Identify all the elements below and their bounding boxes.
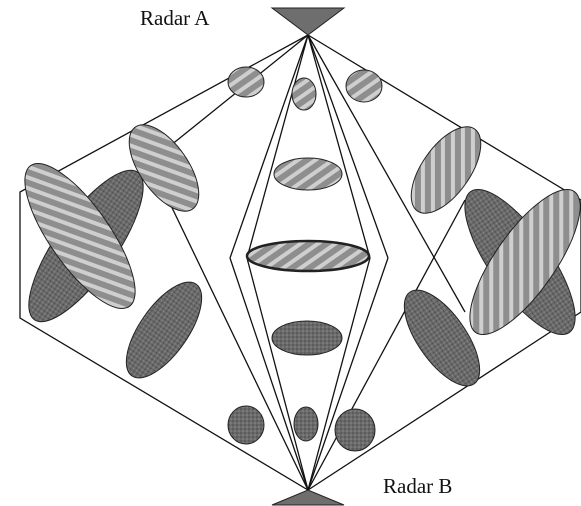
scatterer-right-striped-small <box>410 126 482 214</box>
radar-b-label: Radar B <box>383 474 453 498</box>
beam-b-2 <box>246 257 309 491</box>
beam-a-6 <box>307 34 466 313</box>
scatterer-center-lower <box>271 320 343 356</box>
beam-a-5 <box>307 34 389 259</box>
scatterer-right-striped-large <box>469 188 581 336</box>
scatterer-top-left <box>227 66 265 98</box>
beam-b-6 <box>307 257 389 491</box>
beam-b-4 <box>307 199 466 491</box>
beam-b-5 <box>229 257 309 491</box>
scatterer-left-striped-large <box>24 162 136 310</box>
beam-a-3 <box>246 34 309 259</box>
beam-b-3 <box>307 257 371 491</box>
beam-a-1 <box>149 34 309 163</box>
beam-a-4 <box>307 34 371 259</box>
scatterer-center-disc <box>245 239 371 273</box>
scatterers <box>24 66 581 452</box>
radar-markers <box>270 7 346 506</box>
scatterer-center-upper <box>273 157 343 191</box>
scatterer-right-lower-dark <box>403 289 481 387</box>
scatterer-top-right <box>345 69 383 103</box>
scatterer-left-lower-dark <box>125 281 203 379</box>
beam-b-1 <box>149 161 309 491</box>
scatterer-bottom-left <box>227 405 265 445</box>
radar-a-marker-icon <box>270 7 346 36</box>
scatterer-left-striped-small <box>128 124 200 212</box>
scatterer-top-center <box>291 77 317 111</box>
beam-a-2 <box>229 34 309 259</box>
scatterer-bottom-right <box>334 408 376 452</box>
scatterer-bottom-center <box>293 406 319 442</box>
radar-a-label: Radar A <box>140 6 210 30</box>
radar-b-marker-icon <box>271 489 345 506</box>
